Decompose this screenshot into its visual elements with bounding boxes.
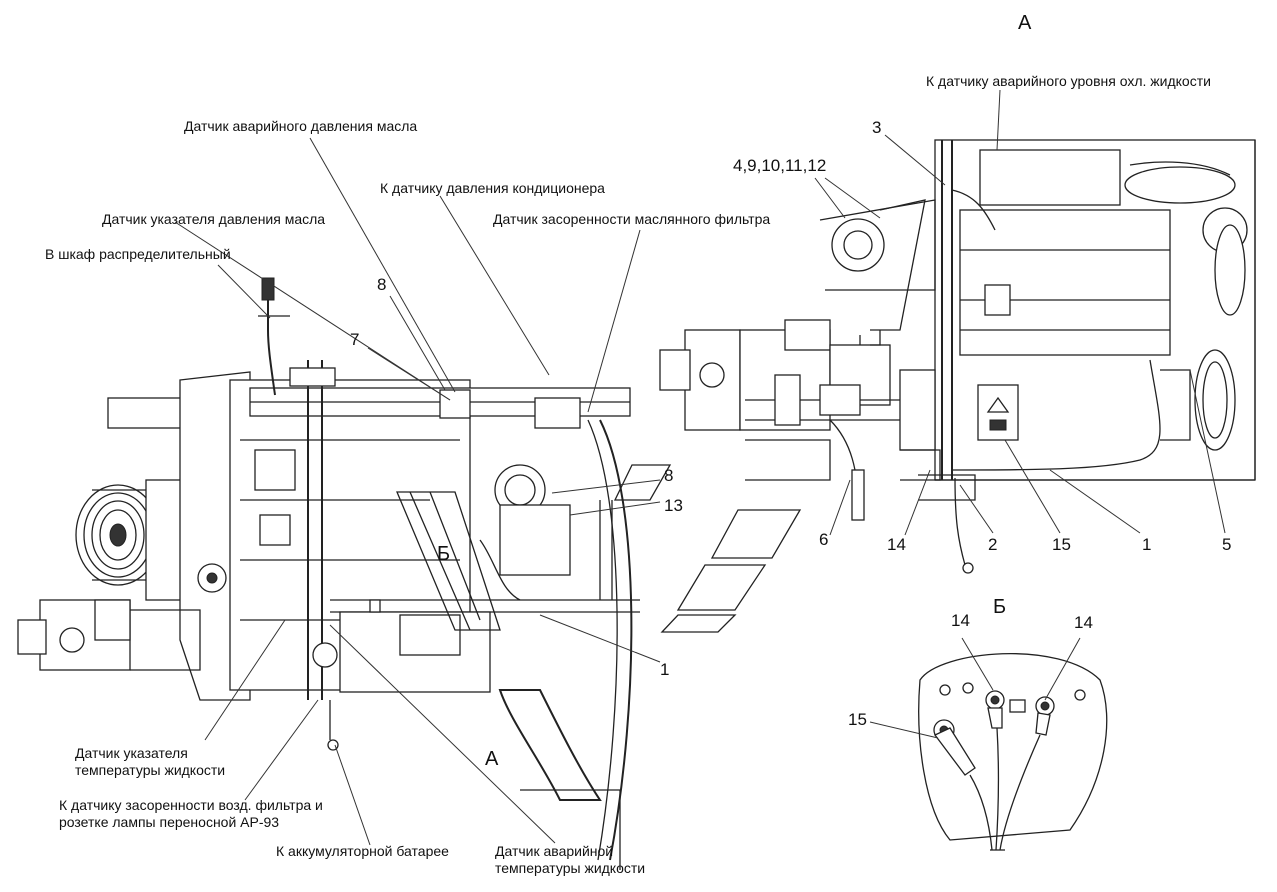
label-coolant-temp-emergency-sensor: Датчик аварийной температуры жидкости	[495, 843, 646, 876]
pos-3: 3	[872, 118, 882, 137]
view-b-marker: Б	[437, 543, 451, 565]
view-b-detail	[918, 652, 1108, 851]
label-ac-pressure-sensor: К датчику давления кондиционера	[380, 180, 605, 196]
pos-15-main: 15	[1052, 535, 1071, 554]
pos-1-right: 1	[1142, 535, 1152, 554]
pos-14-view-b-right: 14	[1074, 613, 1093, 632]
label-air-filter-clog-sensor: К датчику засоренности возд. фильтра и р…	[59, 797, 323, 830]
label-oil-pressure-emergency-sensor: Датчик аварийного давления масла	[184, 118, 418, 134]
pos-2: 2	[988, 535, 998, 554]
view-a-title: А	[1018, 12, 1032, 34]
label-distribution-cabinet: В шкаф распределительный	[45, 246, 231, 262]
pos-15-view-b: 15	[848, 710, 867, 729]
hatched-panels	[396, 464, 802, 633]
label-battery: К аккумуляторной батарее	[276, 843, 449, 859]
pos-6: 6	[819, 530, 829, 549]
pos-8-mid: 8	[664, 466, 674, 485]
pos-8-top: 8	[377, 275, 387, 294]
view-a-marker: А	[485, 748, 499, 770]
leader-lines	[174, 89, 1226, 846]
pos-1-mid: 1	[660, 660, 670, 679]
pos-7: 7	[350, 330, 360, 349]
label-coolant-level-sensor: К датчику аварийного уровня охл. жидкост…	[926, 73, 1211, 89]
label-oil-filter-clog-sensor: Датчик засоренности маслянного фильтра	[493, 211, 771, 227]
left-engine-block	[17, 277, 640, 870]
view-b-title: Б	[993, 596, 1007, 618]
label-oil-pressure-gauge-sensor: Датчик указателя давления масла	[102, 211, 326, 227]
right-engine-block	[659, 139, 1256, 574]
label-coolant-temp-gauge-sensor: Датчик указателя температуры жидкости	[75, 745, 226, 778]
pos-13: 13	[664, 496, 683, 515]
pos-14-main: 14	[887, 535, 906, 554]
pos-4-9-10-11-12: 4,9,10,11,12	[733, 156, 827, 175]
pos-5: 5	[1222, 535, 1232, 554]
pos-14-view-b-left: 14	[951, 611, 970, 630]
